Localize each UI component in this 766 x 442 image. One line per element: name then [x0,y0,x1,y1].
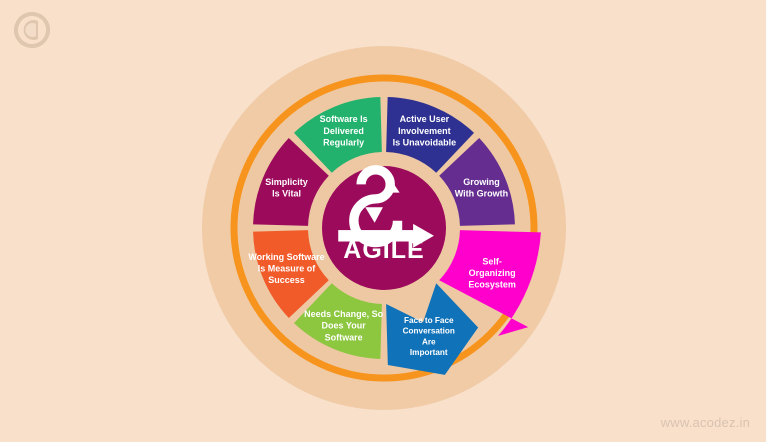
segment-label-line: Does Your [322,321,367,331]
segment-label-line: Delivered [323,126,364,136]
segment-label-simplicity-is-vital: Simplicity Is Vital [265,177,308,199]
segment-self-organizing-ecosystem[interactable] [439,230,541,336]
segment-label-line: Software [325,332,363,342]
segment-label-line: With Growth [455,189,508,199]
segment-label-line: Is Vital [272,189,301,199]
segment-label-line: Simplicity [265,177,308,187]
segment-active-user-involvement[interactable] [386,97,475,173]
segment-label-line: Needs Change, So [304,309,384,319]
segment-label-line: Active User [400,114,450,124]
segment-software-delivered-regularly[interactable] [293,97,382,173]
segment-label-line: Working Software [248,252,324,262]
segment-label-line: Self- [482,256,502,266]
segment-needs-change[interactable] [293,283,382,359]
segment-label-line: Organizing [469,268,516,278]
segment-label-line: Is Measure of [258,264,317,274]
orange-ring [230,74,538,382]
segment-simplicity-is-vital[interactable] [253,137,329,226]
segment-growing-with-growth[interactable] [439,137,515,226]
segment-label-line: Success [268,275,305,285]
center-hub [322,166,446,290]
segment-label-line: Growing [463,177,500,187]
acodez-logo-glyph [14,12,50,48]
segment-label-line: Ecosystem [468,280,516,290]
watermark-url: www.acodez.in [660,415,750,430]
segment-face-to-face-conversation[interactable] [386,283,479,375]
segment-label-line: Software Is [320,114,368,124]
acodez-logo[interactable] [14,12,50,48]
segment-label-line: Face to Face [404,316,454,325]
segment-label-line: Is Unavoidable [393,137,457,147]
center-agile-label: AGILE [343,236,424,264]
scrum-spiral-arrow-icon [338,165,434,248]
segment-label-line: Conversation [403,327,455,336]
segment-label-line: Important [410,348,448,357]
segment-label-line: Are [422,337,436,346]
segment-working-software[interactable] [253,230,329,319]
segment-label-line: Regularly [323,137,364,147]
segment-label-line: Involvement [398,126,451,136]
